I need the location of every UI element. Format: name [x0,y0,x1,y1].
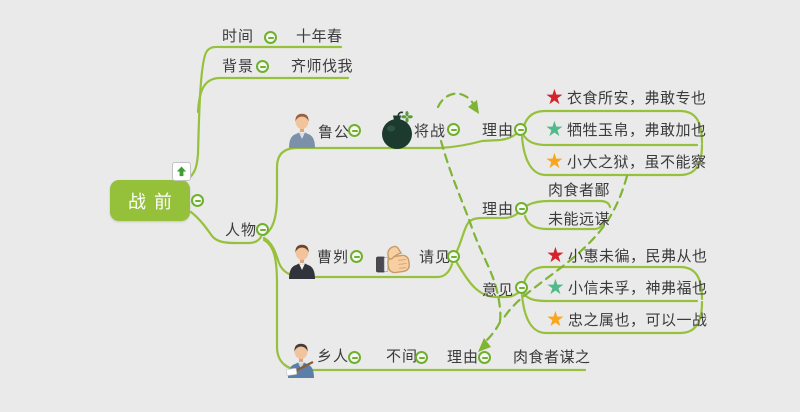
topic-time[interactable]: 时间 [222,27,255,45]
collapse-icon-caogui[interactable] [350,250,363,263]
topic-caogui-opinion-label[interactable]: 意见 [482,281,515,299]
collapse-icon-xiangren-reason[interactable] [478,351,491,364]
collapse-icon-time[interactable] [264,31,277,44]
root-topic[interactable]: 战前 [110,180,190,221]
nav-up-button[interactable] [172,162,191,181]
topic-jiangzhan[interactable]: 将战 [414,122,447,140]
topic-lugong-reason-2[interactable]: 牺牲玉帛，弗敢加也 [567,121,707,139]
topic-opinion-3[interactable]: 忠之属也，可以一战 [568,311,708,329]
collapse-icon-caogui-reason[interactable] [515,202,528,215]
topic-caogui-reason-2[interactable]: 未能远谋 [548,210,611,228]
person-icon-lugong [289,113,315,148]
topic-qingjian[interactable]: 请见 [419,248,452,266]
arrowhead-bottom [478,338,491,352]
collapse-icon-opinion[interactable] [515,281,528,294]
up-arrow-icon [176,166,187,177]
relationship-right-curve [500,174,629,323]
branch-lugong-row [262,131,519,237]
star-icon: ★ [546,275,565,299]
collapse-icon-qingjian[interactable] [447,250,460,263]
collapse-icon-background[interactable] [256,60,269,73]
collapse-icon-xiangren[interactable] [348,351,361,364]
boundary-lugong-reasons-top [522,109,704,145]
branch-time [185,45,343,182]
boundary-opinions-top [522,265,704,301]
star-icon: ★ [546,243,565,267]
star-icon: ★ [545,117,564,141]
branch-caogui-row [262,236,454,279]
thumbs-up-icon [376,245,410,274]
underline-caogui-reason-2 [523,214,605,231]
topic-background[interactable]: 背景 [222,57,255,75]
topic-lugong[interactable]: 鲁公 [318,123,351,141]
underline-caogui-reason-1 [526,199,612,209]
star-icon: ★ [545,149,564,173]
branch-people [189,210,263,245]
topic-lugong-reason-label[interactable]: 理由 [482,121,515,139]
star-icon: ★ [545,85,564,109]
branch-background [196,76,350,114]
arrowhead-top [468,100,479,114]
star-icon: ★ [546,307,565,331]
topic-people[interactable]: 人物 [225,221,258,239]
person-icon-caogui [289,244,315,279]
topic-caogui-reason-1[interactable]: 肉食者鄙 [548,181,611,199]
collapse-icon-lugong-reason[interactable] [514,123,527,136]
topic-xiangren-reason[interactable]: 肉食者谋之 [513,348,591,366]
branch-caogui-opinion [455,261,522,299]
boundary-lugong-reasons-bottom [520,135,704,177]
topic-lugong-reason-1[interactable]: 衣食所安，弗敢专也 [567,89,707,107]
underline-lugong-reason-2 [522,134,699,147]
relationship-tail [485,320,502,342]
topic-background-value[interactable]: 齐师伐我 [291,57,354,75]
topic-bujian[interactable]: 不间 [386,347,419,365]
branch-caogui-reason [455,210,521,253]
topic-caogui-reason-label[interactable]: 理由 [482,200,515,218]
topic-opinion-1[interactable]: 小惠未徧，民弗从也 [568,247,708,265]
topic-caogui[interactable]: 曹刿 [317,248,350,266]
topic-opinion-2[interactable]: 小信未孚，神弗福也 [568,279,708,297]
collapse-icon-bujian[interactable] [415,351,428,364]
topic-lugong-reason-3[interactable]: 小大之狱，虽不能察 [567,153,707,171]
collapse-icon-people[interactable] [256,223,269,236]
collapse-icon-root[interactable] [191,194,204,207]
topic-xiangren[interactable]: 乡人 [317,347,350,365]
topic-xiangren-reason-label[interactable]: 理由 [447,348,480,366]
relationship-jiangzhan-to-bottom-reason [439,139,502,323]
person-icon-xiangren [286,343,314,378]
bomb-icon [382,111,413,149]
boundary-opinions-bottom [520,293,704,335]
collapse-icon-lugong[interactable] [348,124,361,137]
topic-time-value[interactable]: 十年春 [296,27,343,45]
collapse-icon-jiangzhan[interactable] [447,123,460,136]
